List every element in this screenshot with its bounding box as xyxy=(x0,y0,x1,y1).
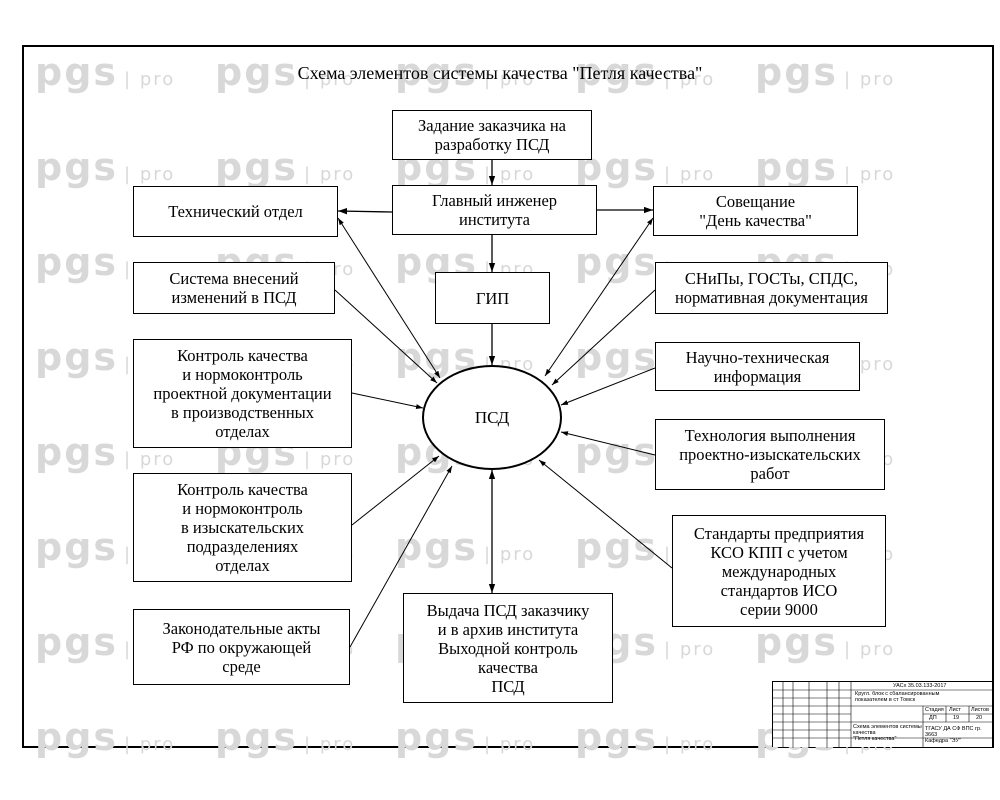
watermark-text: pgs| pro xyxy=(395,715,536,759)
watermark-text: pgs| pro xyxy=(35,50,176,94)
node-zakon: Законодательные акты РФ по окружающей ср… xyxy=(133,609,350,685)
watermark-text: pgs| pro xyxy=(215,715,356,759)
node-nauchno: Научно-техническая информация xyxy=(655,342,860,391)
link-kontrol2-psd xyxy=(351,455,440,526)
watermark-text: pgs| pro xyxy=(575,715,716,759)
link-glavny-tech xyxy=(337,207,393,215)
watermark-text: pgs| pro xyxy=(755,145,896,189)
diagram-title: Схема элементов системы качества "Петля … xyxy=(297,63,703,83)
node-zadanie: Задание заказчика на разработку ПСД xyxy=(392,110,592,160)
link-nauchno-psd xyxy=(560,367,656,406)
watermark-text: pgs| pro xyxy=(755,50,896,94)
link-sovesh-psd xyxy=(544,217,654,377)
watermark-text: pgs| pro xyxy=(755,620,896,664)
link-kontrol1-psd xyxy=(351,392,424,409)
watermark-text: pgs| pro xyxy=(575,50,716,94)
link-zakon-psd xyxy=(349,465,453,648)
node-standarty: Стандарты предприятия КСО КПП с учетом м… xyxy=(672,515,886,627)
title-block-org: ТГАСУ ДА СФ ВПС гр. 3663 Кафедра "ЭУ" xyxy=(925,726,982,744)
node-glavny-inzhener: Главный инженер института xyxy=(392,185,597,235)
watermark-text: pgs| pro xyxy=(215,145,356,189)
watermark-text: pgs| pro xyxy=(35,430,176,474)
node-kontrol-izysk: Контроль качества и нормоконтроль в изыс… xyxy=(133,473,352,582)
title-block-header-sheets: Листов xyxy=(971,707,989,713)
title-block-subtitle: Кругл. блок с сбалансированным показател… xyxy=(855,691,940,703)
node-soveshanie: Совещание "День качества" xyxy=(653,186,858,236)
node-psd-center: ПСД xyxy=(422,365,562,470)
node-snip: СНиПы, ГОСТы, СПДС, нормативная документ… xyxy=(655,262,888,314)
node-vydacha: Выдача ПСД заказчику и в архив института… xyxy=(403,593,613,703)
node-kontrol-proekt: Контроль качества и нормоконтроль проект… xyxy=(133,339,352,448)
link-tech-psd xyxy=(337,217,441,379)
watermark-text: pgs| pro xyxy=(215,50,356,94)
link-standarty-psd xyxy=(538,459,673,569)
title-block-value-sheets: 20 xyxy=(976,715,983,721)
watermark-text: pgs| pro xyxy=(395,525,536,569)
title-block-header-stage: Стадия xyxy=(925,707,944,713)
title-block: УАСх 35.03.133-2017 Кругл. блок с сбалан… xyxy=(772,681,993,748)
link-sistema-psd xyxy=(334,289,438,384)
link-tehnologia-psd xyxy=(560,431,656,456)
watermark-text: pgs| pro xyxy=(395,50,536,94)
node-sistema: Система внесений изменений в ПСД xyxy=(133,262,335,314)
title-block-value-sheet: 19 xyxy=(953,715,960,721)
node-tech-otdel: Технический отдел xyxy=(133,186,338,237)
title-block-value-stage: ДП xyxy=(929,715,937,721)
watermark-text: pgs| pro xyxy=(35,715,176,759)
watermark-text: pgs| pro xyxy=(575,145,716,189)
title-block-code: УАСх 35.03.133-2017 xyxy=(893,683,947,689)
title-block-header-sheet: Лист xyxy=(949,707,961,713)
node-gip: ГИП xyxy=(435,272,550,324)
node-tehnologia: Технология выполнения проектно-изыскател… xyxy=(655,419,885,490)
title-block-sheet-name: Схема элементов системы качества "Петля … xyxy=(853,724,922,742)
link-snip-psd xyxy=(551,289,656,386)
title-block-grid xyxy=(773,682,993,748)
watermark-text: pgs| pro xyxy=(35,145,176,189)
